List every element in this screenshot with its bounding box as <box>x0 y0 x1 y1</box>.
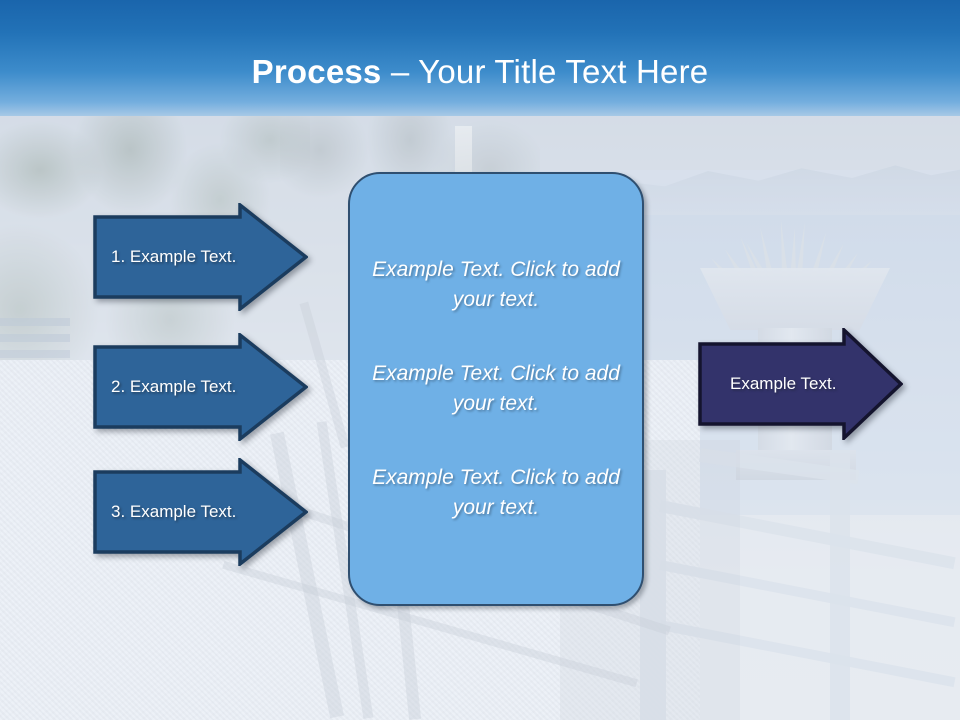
process-step-arrow-3[interactable]: 3. Example Text. <box>93 458 308 566</box>
arrow-right-icon <box>93 458 308 566</box>
process-step-arrow-1[interactable]: 1. Example Text. <box>93 203 308 311</box>
process-outcome-arrow-label: Example Text. <box>730 374 837 393</box>
arrow-right-icon <box>93 203 308 311</box>
arrow-right-icon <box>93 333 308 441</box>
process-step-arrow-3-label: 3. Example Text. <box>111 502 237 521</box>
process-outcome-arrow[interactable]: Example Text. <box>698 328 903 440</box>
process-step-arrow-2-label: 2. Example Text. <box>111 377 237 396</box>
process-detail-text-2: Example Text. Click to add your text. <box>372 362 620 415</box>
page-title: Process – Your Title Text Here <box>0 52 960 92</box>
process-detail-text-1: Example Text. Click to add your text. <box>372 258 620 311</box>
process-step-arrow-2[interactable]: 2. Example Text. <box>93 333 308 441</box>
page-title-strong: Process <box>251 53 382 90</box>
page-title-rest: – Your Title Text Here <box>381 53 709 90</box>
title-banner <box>0 0 960 116</box>
arrow-right-icon <box>698 328 903 440</box>
process-detail-text-3: Example Text. Click to add your text. <box>372 466 620 519</box>
process-detail-panel[interactable]: Example Text. Click to add your text. Ex… <box>348 172 644 606</box>
process-step-arrow-1-label: 1. Example Text. <box>111 247 237 266</box>
